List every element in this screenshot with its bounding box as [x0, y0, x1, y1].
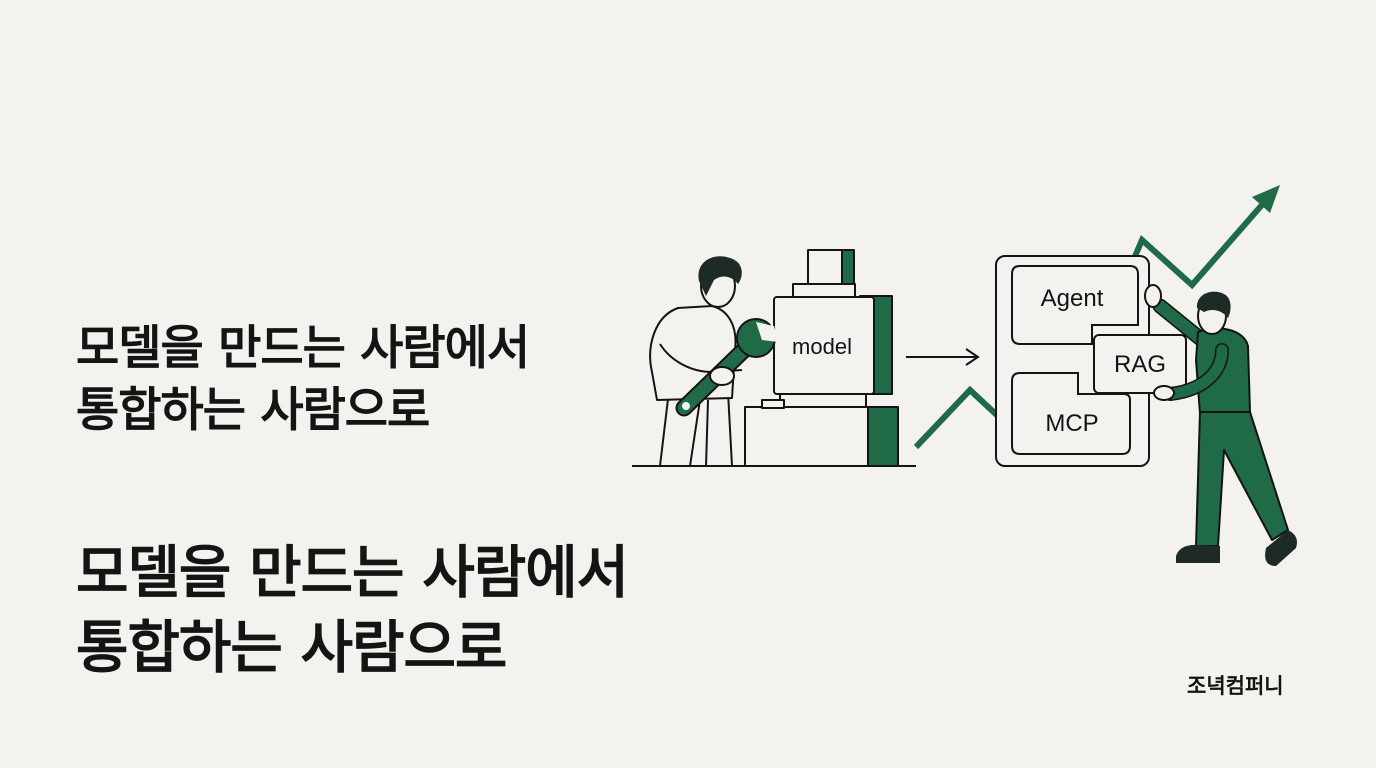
flow-arrow-icon — [906, 348, 980, 366]
headline-small-line-1: 모델을 만드는 사람에서 — [76, 321, 530, 376]
growth-trend-arrow-icon — [913, 185, 1280, 450]
headline-small: 모델을 만드는 사람에서 통합하는 사람으로 — [76, 318, 530, 442]
person-with-wrench — [649, 256, 778, 467]
headline-large-line-1: 모델을 만드는 사람에서 — [76, 540, 629, 606]
integration-container — [995, 255, 1187, 467]
model-label: model — [792, 334, 852, 359]
agent-label: Agent — [1041, 285, 1104, 312]
headline-large: 모델을 만드는 사람에서 통합하는 사람으로 — [76, 536, 629, 686]
brand-name: 조녁컴퍼니 — [1187, 674, 1284, 698]
headline-small-line-2: 통합하는 사람으로 — [76, 383, 430, 438]
rag-label: RAG — [1114, 351, 1166, 378]
headline-large-line-2: 통합하는 사람으로 — [76, 615, 507, 681]
wrench-icon — [675, 318, 778, 417]
person-in-green — [1144, 284, 1297, 566]
model-machine — [744, 249, 899, 467]
mcp-label: MCP — [1045, 410, 1098, 437]
